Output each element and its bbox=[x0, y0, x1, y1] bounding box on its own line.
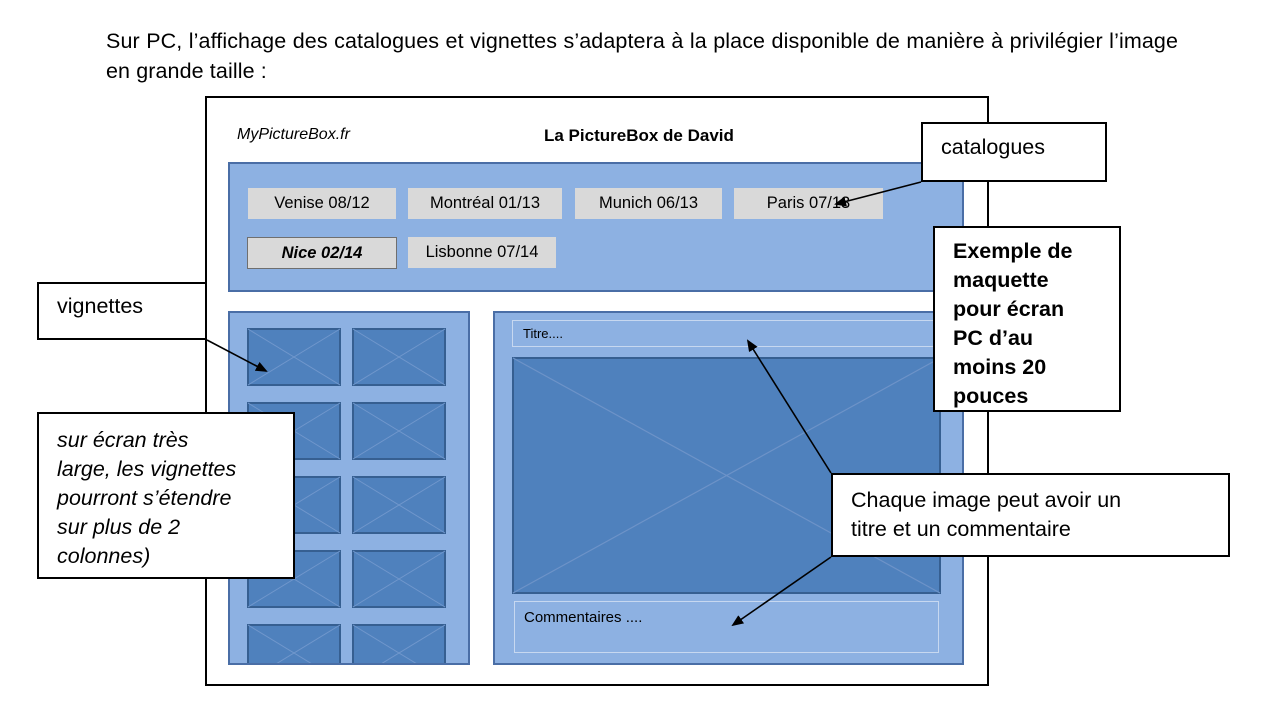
catalogue-panel bbox=[228, 162, 964, 292]
callout-line: Chaque image peut avoir un bbox=[851, 488, 1122, 512]
thumbnail-placeholder[interactable] bbox=[352, 624, 446, 663]
catalogue-button[interactable]: Munich 06/13 bbox=[575, 188, 722, 219]
arrow-to-title bbox=[746, 339, 832, 474]
callout-line: large, les vignettes bbox=[57, 457, 237, 481]
callout-vignettes: vignettes bbox=[37, 282, 207, 340]
callout-wide-screen: sur écran très large, les vignettes pour… bbox=[37, 412, 295, 579]
callout-line: Exemple de bbox=[953, 239, 1073, 263]
callout-line: PC d’au bbox=[953, 326, 1034, 350]
intro-paragraph: Sur PC, l’affichage des catalogues et vi… bbox=[106, 29, 1178, 83]
callout-catalogues: catalogues bbox=[921, 122, 1107, 182]
callout-line: colonnes) bbox=[57, 544, 151, 568]
callout-line: titre et un commentaire bbox=[851, 517, 1071, 541]
callout-line: pouces bbox=[953, 384, 1029, 408]
catalogue-button[interactable]: Lisbonne 07/14 bbox=[408, 237, 556, 268]
catalogue-button[interactable]: Venise 08/12 bbox=[248, 188, 396, 219]
arrow-to-catalogue bbox=[834, 181, 922, 207]
callout-line: pourront s’étendre bbox=[57, 486, 232, 510]
catalogue-button[interactable]: Paris 07/13 bbox=[734, 188, 883, 219]
thumbnail-placeholder[interactable] bbox=[352, 402, 446, 460]
catalogue-button[interactable]: Montréal 01/13 bbox=[408, 188, 562, 219]
callout-line: moins 20 bbox=[953, 355, 1047, 379]
callout-line: sur plus de 2 bbox=[57, 515, 181, 539]
thumbnail-placeholder[interactable] bbox=[352, 476, 446, 534]
callout-line: maquette bbox=[953, 268, 1049, 292]
site-title: La PictureBox de David bbox=[544, 126, 734, 145]
callout-title-comment: Chaque image peut avoir un titre et un c… bbox=[831, 473, 1230, 557]
image-comment-field[interactable]: Commentaires .... bbox=[514, 601, 939, 653]
callout-example: Exemple de maquette pour écran PC d’au m… bbox=[933, 226, 1121, 412]
thumbnail-placeholder[interactable] bbox=[247, 624, 341, 663]
arrow-to-comment bbox=[731, 556, 832, 627]
callout-line: pour écran bbox=[953, 297, 1065, 321]
site-name: MyPictureBox.fr bbox=[237, 126, 350, 143]
thumbnail-placeholder[interactable] bbox=[247, 328, 341, 386]
thumbnail-placeholder[interactable] bbox=[352, 550, 446, 608]
catalogue-button-selected[interactable]: Nice 02/14 bbox=[247, 237, 397, 269]
thumbnail-placeholder[interactable] bbox=[352, 328, 446, 386]
callout-line: sur écran très bbox=[57, 428, 189, 452]
arrow-to-thumbnail bbox=[206, 339, 268, 372]
